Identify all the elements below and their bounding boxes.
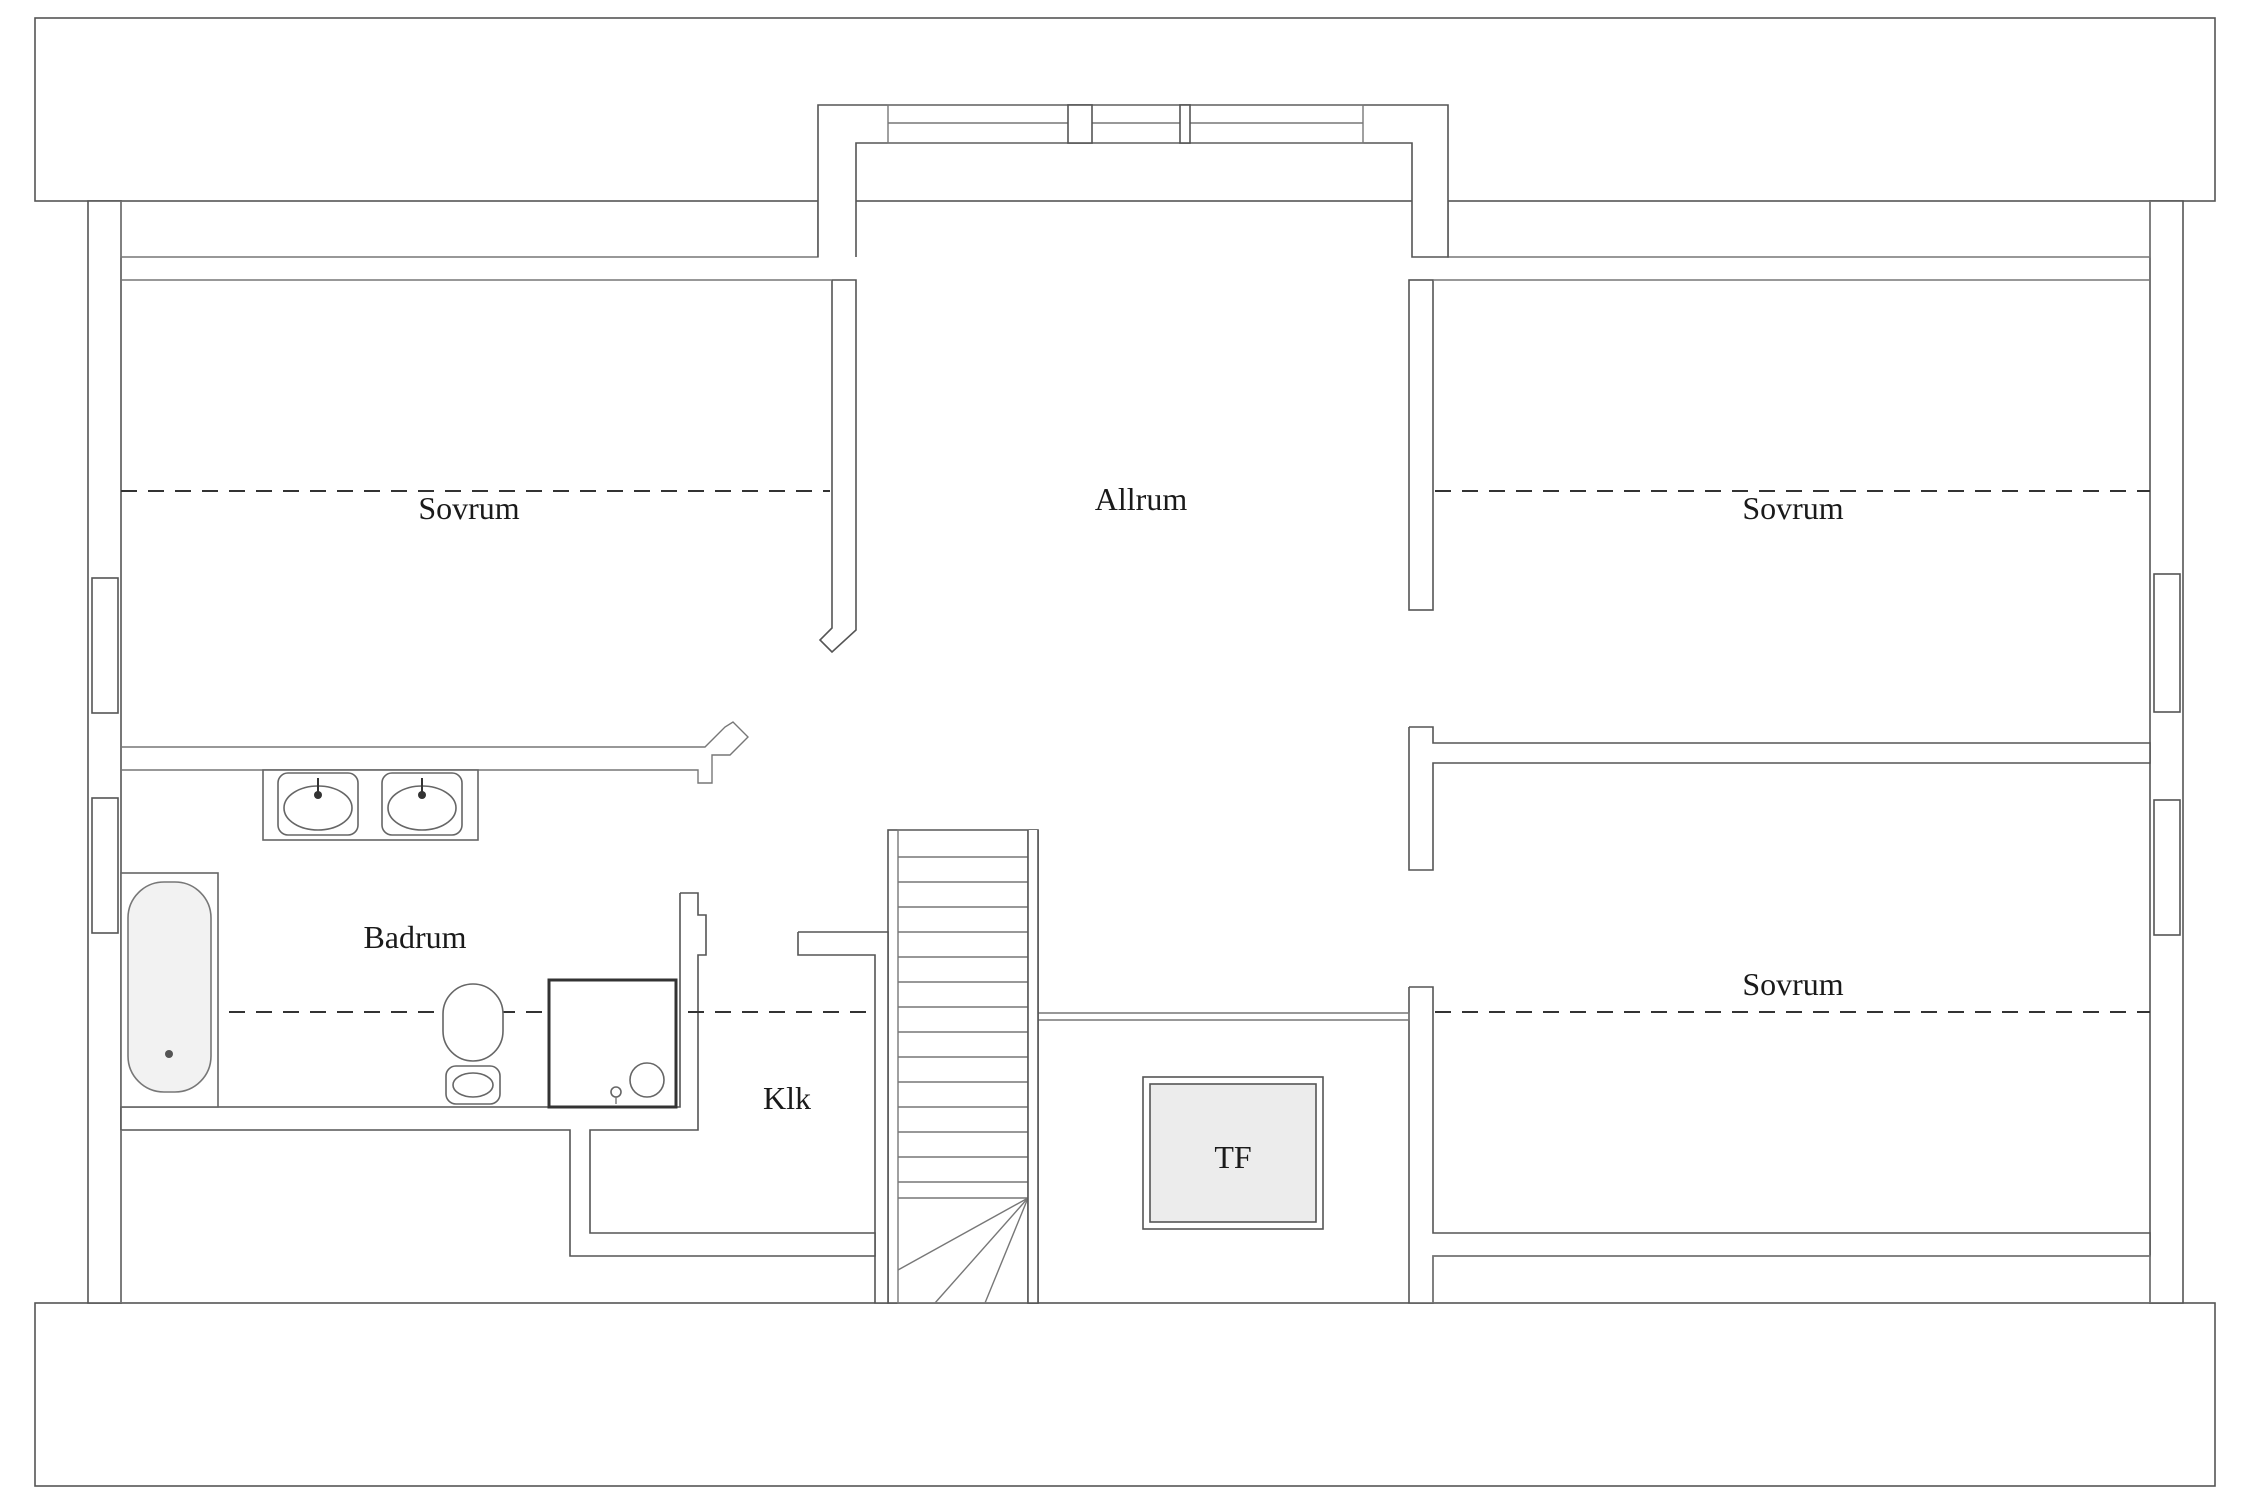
wall-badrum-klk [120, 892, 876, 1257]
sink-right-icon [381, 772, 463, 836]
outer-wall-right [2149, 200, 2184, 1304]
knee-wall-top-left [120, 201, 819, 258]
room-label-sovrum-top-left: Sovrum [418, 490, 519, 526]
toilet-icon [442, 983, 504, 1105]
wall-allrum-left [818, 279, 857, 654]
outer-wall-left [87, 200, 122, 1304]
room-label-tf: TF [1214, 1139, 1251, 1175]
roof-eave-bottom [34, 1302, 2216, 1487]
room-label-sovrum-top-right: Sovrum [1742, 490, 1843, 526]
window-left-upper [91, 577, 119, 714]
wall-bedroom-tl-bottom [121, 721, 749, 784]
knee-wall-top-right [1447, 201, 2151, 258]
wall-hall-top [1038, 1012, 1410, 1021]
window-right-upper [2153, 573, 2181, 713]
shower-icon [547, 978, 678, 1109]
stair-treads [897, 856, 1029, 1304]
dormer-mullion-1 [1067, 104, 1093, 144]
room-label-sovrum-bottom-right: Sovrum [1742, 966, 1843, 1002]
window-left-lower [91, 797, 119, 934]
wall-allrum-right-upper [1408, 279, 1434, 611]
wall-klk-right [797, 931, 889, 1304]
staircase [887, 829, 1039, 1304]
knee-wall-bottom-right [1432, 1255, 2151, 1303]
sink-left-icon [277, 772, 359, 836]
wall-bedrooms-right-divider [1408, 726, 2151, 871]
tf-box [1149, 1083, 1317, 1223]
room-label-allrum: Allrum [1095, 481, 1188, 517]
room-label-klk: Klk [763, 1080, 811, 1116]
dormer-window [887, 104, 1364, 144]
wall-stair-right [1027, 830, 1039, 1304]
room-label-badrum: Badrum [363, 919, 466, 955]
bathtub-icon [120, 872, 219, 1108]
window-right-lower [2153, 799, 2181, 936]
dormer-mullion-2 [1179, 104, 1191, 144]
